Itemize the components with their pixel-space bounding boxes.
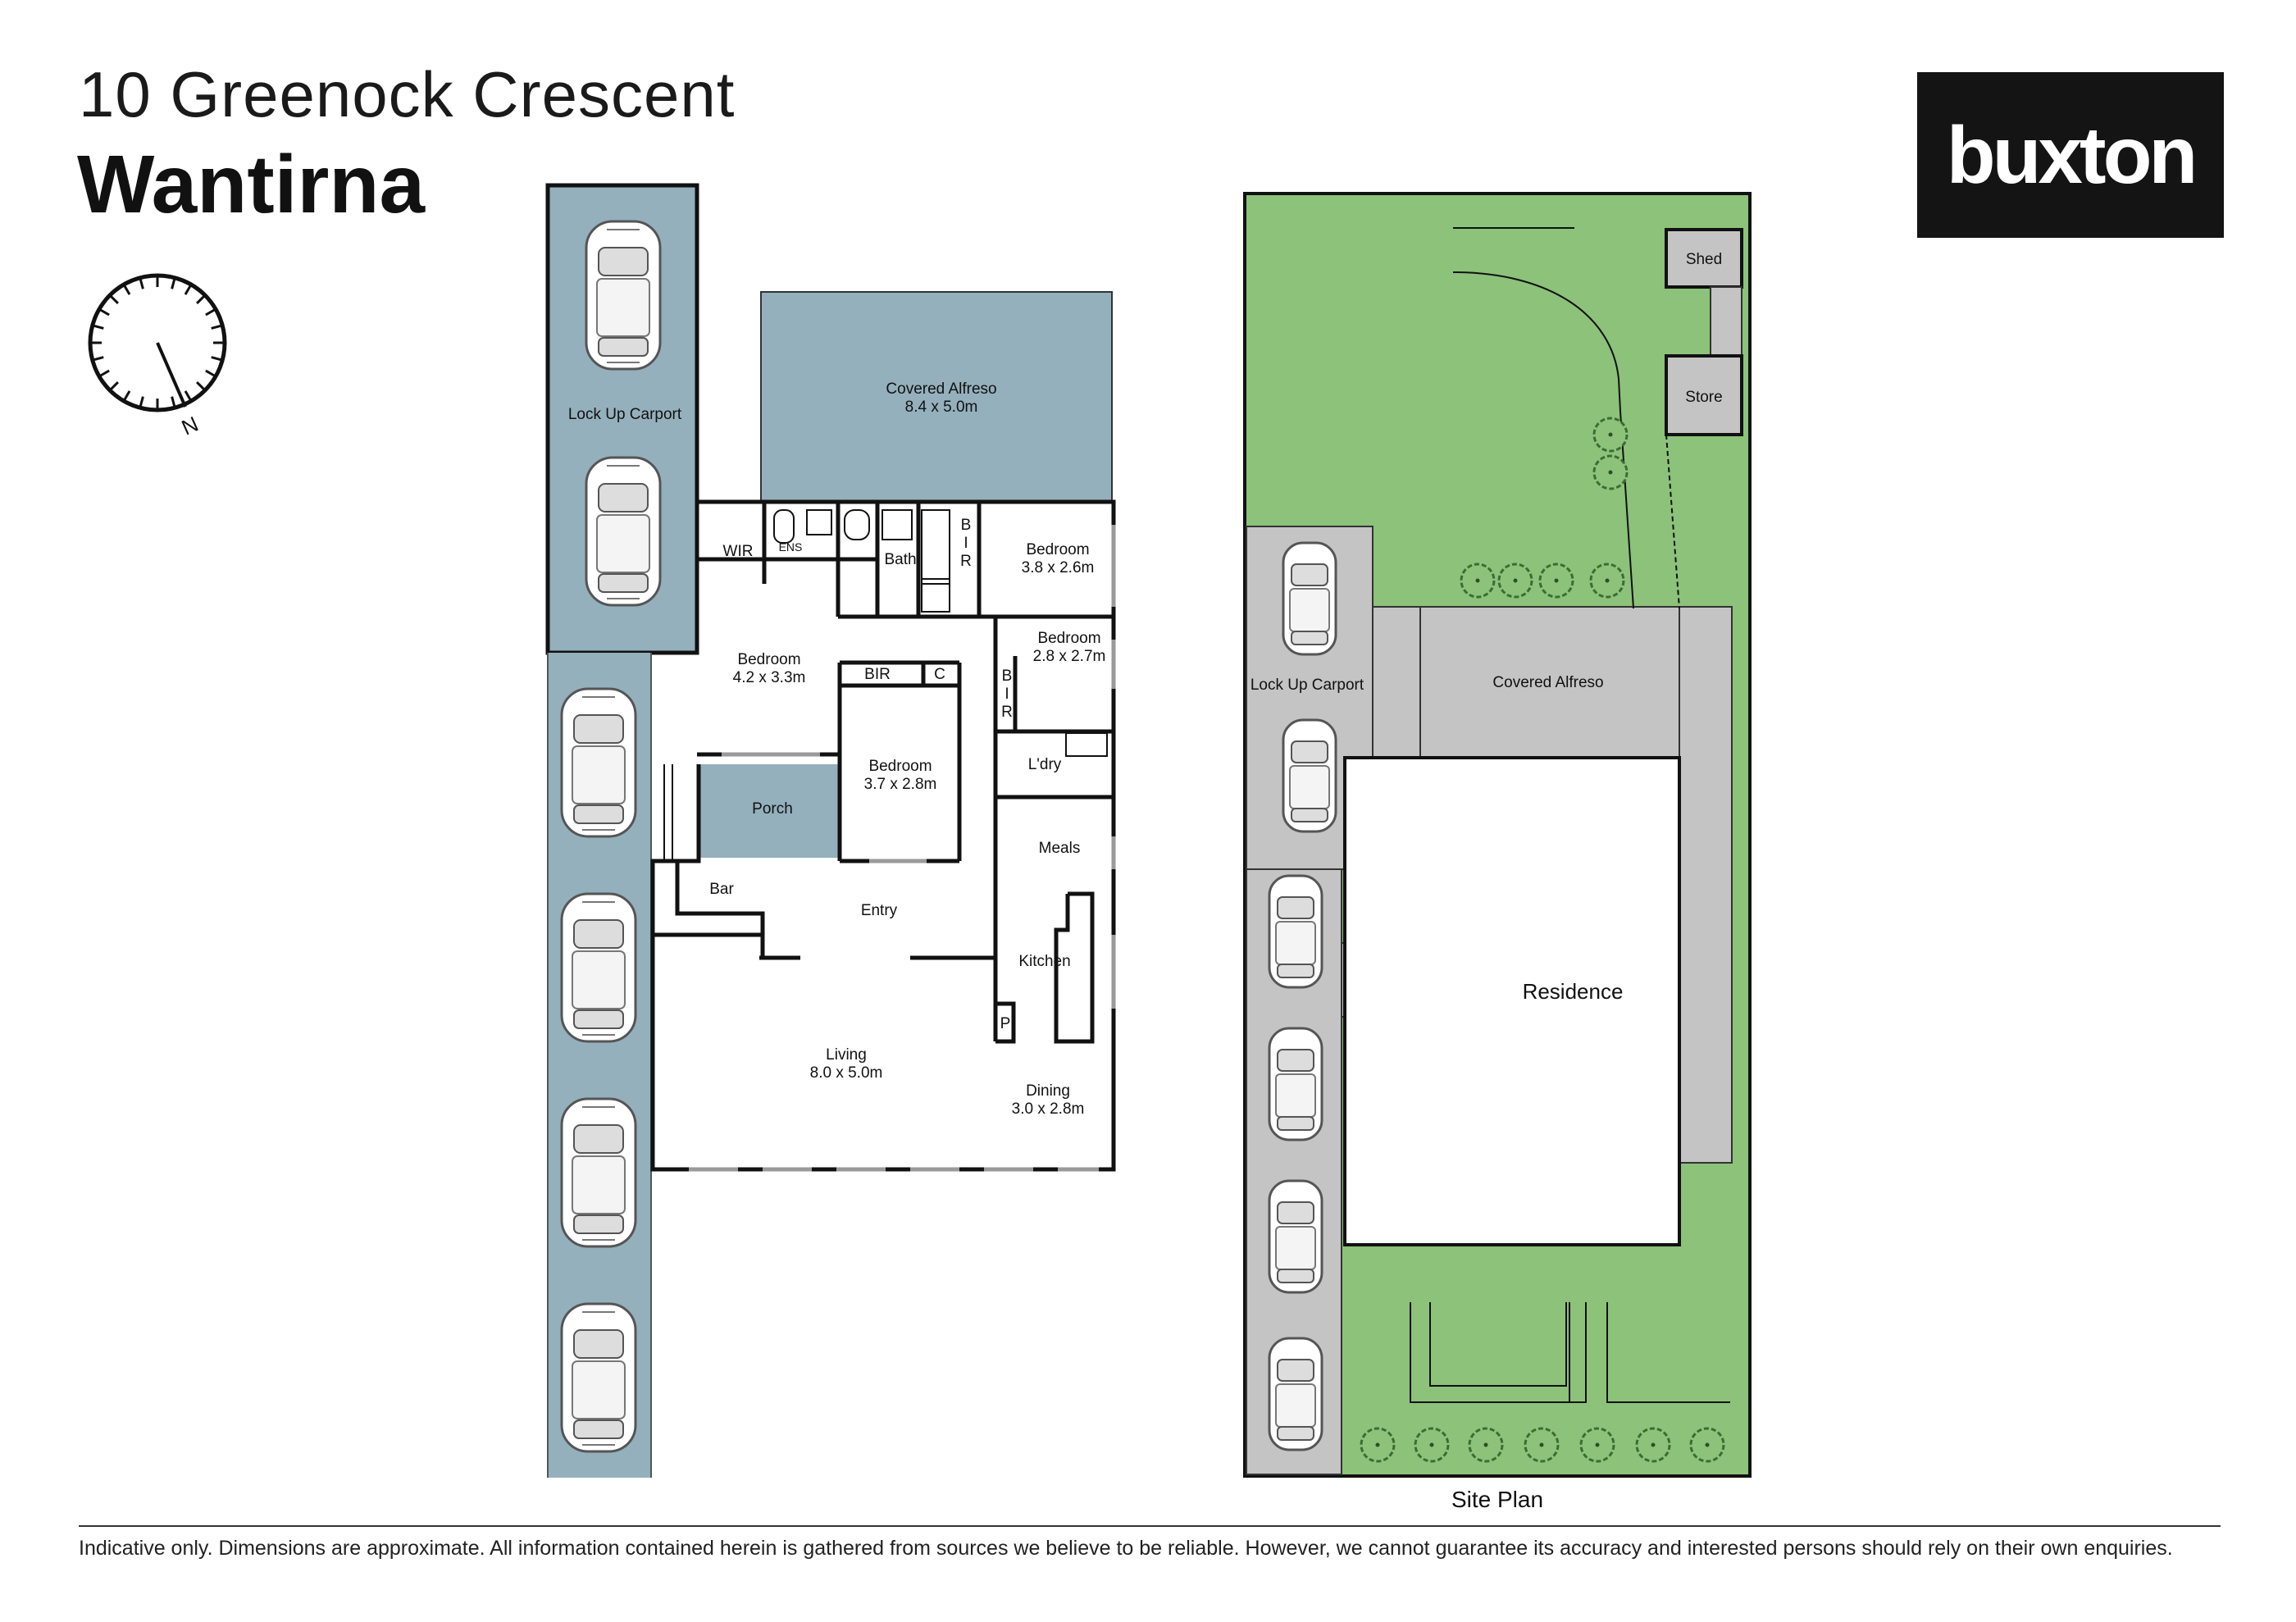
compass-tick: [171, 277, 176, 289]
kitchen-label: Kitchen: [1018, 953, 1070, 970]
pantry-label: P: [1000, 1015, 1011, 1032]
lockup-carport-label: Lock Up Carport: [568, 406, 682, 423]
disclaimer: Indicative only. Dimensions are approxim…: [79, 1537, 2173, 1560]
bedroom-4-label: Bedroom: [868, 758, 932, 775]
footer-rule: [79, 1525, 2221, 1527]
bedroom-4-dims: 3.7 x 2.8m: [864, 776, 937, 793]
bedroom-1-label: Bedroom: [1026, 541, 1089, 558]
property-address: 10 Greenock Crescent: [79, 58, 736, 130]
living-dims: 8.0 x 5.0m: [810, 1064, 883, 1082]
bir-label: BIR: [864, 666, 891, 683]
bir-letter-b: B: [961, 517, 972, 534]
covered-alfresco-area: [760, 291, 1113, 503]
porch-area: [699, 764, 840, 858]
compass-tick: [211, 356, 223, 362]
site-alfresco-label: Covered Alfreso: [1492, 674, 1603, 691]
site-store: [1665, 354, 1743, 436]
property-suburb: Wantirna: [77, 139, 426, 230]
compass-tick: [196, 381, 207, 392]
bedroom-3-label: Bedroom: [737, 651, 800, 668]
ens-label: ENS: [779, 540, 803, 554]
meals-label: Meals: [1039, 840, 1081, 857]
porch-label: Porch: [752, 800, 793, 818]
compass-tick: [171, 396, 176, 408]
site-residence-label: Residence: [1523, 979, 1624, 1004]
compass-tick: [211, 324, 223, 330]
brand-logo-text: buxton: [1946, 109, 2198, 200]
site-plan: Shed Store Lock Up Carport Covered Alfre…: [1243, 192, 1752, 1512]
compass-tick: [92, 356, 104, 362]
bar-label: Bar: [709, 881, 734, 898]
compass-tick: [92, 324, 104, 330]
compass-tick: [122, 284, 131, 295]
bedroom-2-dims: 2.8 x 2.7m: [1033, 648, 1106, 665]
compass-tick: [98, 369, 110, 378]
compass-north-label: N: [178, 412, 202, 440]
bir-2-letter-b: B: [1002, 667, 1013, 685]
compass-tick: [108, 381, 119, 392]
compass-tick: [205, 369, 216, 378]
bir-letter-i: I: [963, 535, 968, 552]
compass-ticks: [90, 276, 225, 410]
site-carport-label: Lock Up Carport: [1250, 677, 1364, 694]
alfresco-label: Covered Alfreso: [886, 380, 996, 398]
compass-needle: [156, 342, 187, 408]
compass-tick: [184, 390, 193, 402]
site-shed-link: [1710, 286, 1742, 357]
bir-2-letter-r: R: [1001, 704, 1013, 721]
bedroom-3-dims: 4.2 x 3.3m: [733, 669, 806, 686]
site-side-path-left: [1372, 606, 1421, 760]
bir-letter-r: R: [960, 553, 972, 570]
site-plan-caption: Site Plan: [1451, 1487, 1543, 1512]
compass-tick: [139, 396, 144, 408]
dining-label: Dining: [1026, 1082, 1070, 1100]
site-shed: [1665, 228, 1743, 289]
entry-label: Entry: [861, 902, 898, 919]
site-store-label: Store: [1685, 389, 1722, 406]
site-residence: [1343, 756, 1681, 1246]
compass-tick: [98, 308, 110, 317]
compass-tick: [205, 308, 216, 317]
bir-2-letter-i: I: [1004, 686, 1009, 703]
site-shed-label: Shed: [1686, 251, 1722, 268]
bedroom-2-label: Bedroom: [1037, 630, 1100, 647]
laundry-label: L'dry: [1028, 756, 1062, 773]
compass-tick: [122, 390, 131, 402]
bedroom-1-dims: 3.8 x 2.6m: [1022, 559, 1095, 576]
site-side-path-right: [1679, 606, 1733, 1164]
bath-label: Bath: [884, 551, 916, 568]
site-alfresco: [1419, 606, 1680, 760]
compass-tick: [139, 277, 144, 289]
alfresco-dims: 8.4 x 5.0m: [905, 399, 978, 416]
wir-label: WIR: [723, 543, 754, 560]
brand-logo: buxton: [1917, 72, 2224, 238]
dining-dims: 3.0 x 2.8m: [1012, 1100, 1085, 1118]
compass-tick: [108, 294, 119, 304]
compass-tick: [196, 294, 207, 304]
floor-plan: Lock Up Carport Covered Alfreso 8.4 x 5.…: [545, 183, 1116, 1478]
cupboard-label: C: [934, 666, 945, 683]
compass: N: [88, 273, 227, 440]
living-label: Living: [826, 1046, 867, 1064]
compass-tick: [184, 284, 193, 295]
